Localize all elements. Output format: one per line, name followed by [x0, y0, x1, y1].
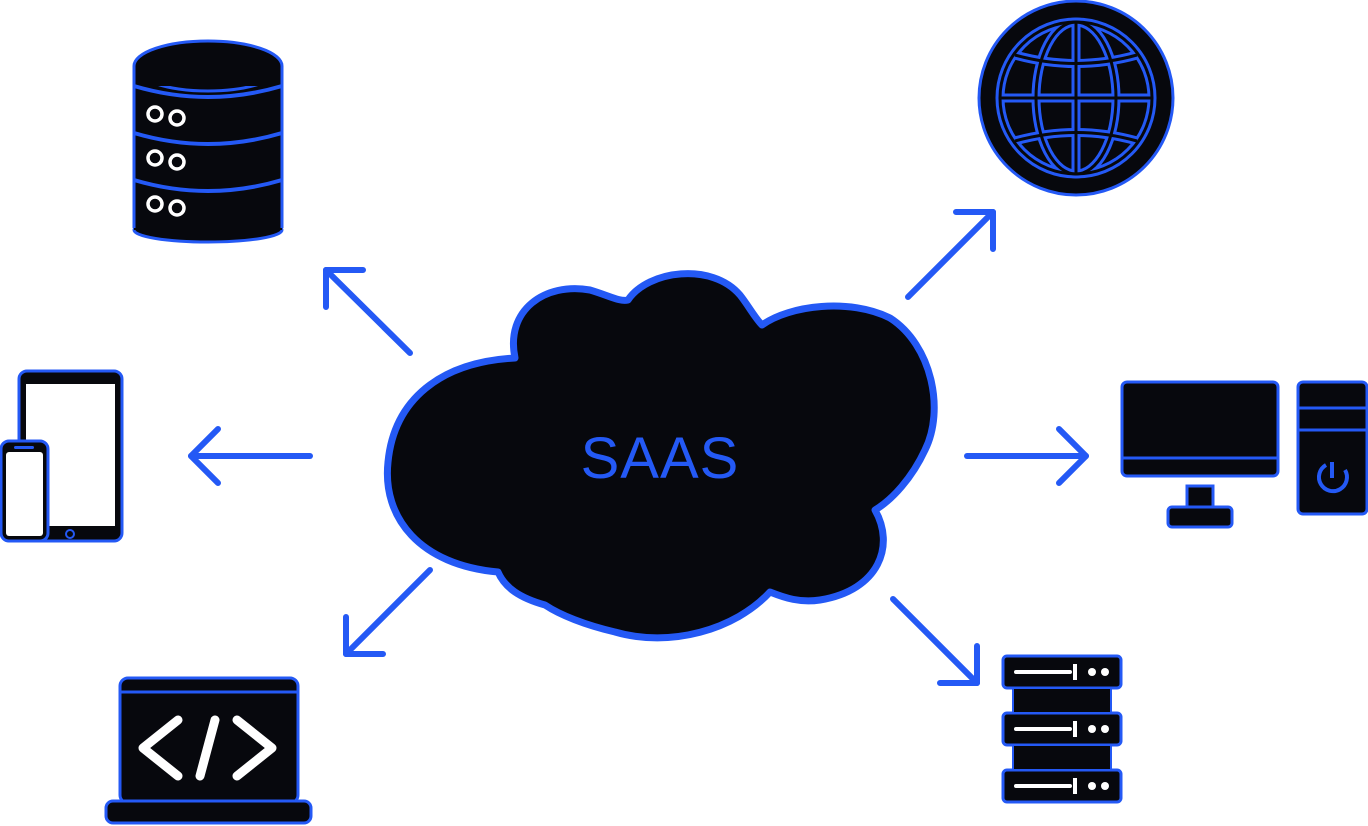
globe-icon — [977, 0, 1175, 197]
cloud-shape: SAAS — [383, 270, 938, 642]
mobile-devices-icon — [0, 369, 124, 543]
laptop-code-icon — [104, 676, 313, 825]
database-icon — [132, 39, 284, 244]
arrow-to-desktop — [964, 426, 1089, 486]
arrow-to-mobile-devices — [188, 426, 313, 486]
arrow-to-server — [890, 596, 980, 686]
arrow-to-laptop — [343, 567, 433, 657]
cloud-label: SAAS — [581, 426, 740, 491]
desktop-computer-icon — [1120, 380, 1368, 529]
arrow-to-globe — [905, 209, 996, 300]
server-rack-icon — [1001, 654, 1123, 804]
arrow-to-database — [323, 267, 413, 356]
